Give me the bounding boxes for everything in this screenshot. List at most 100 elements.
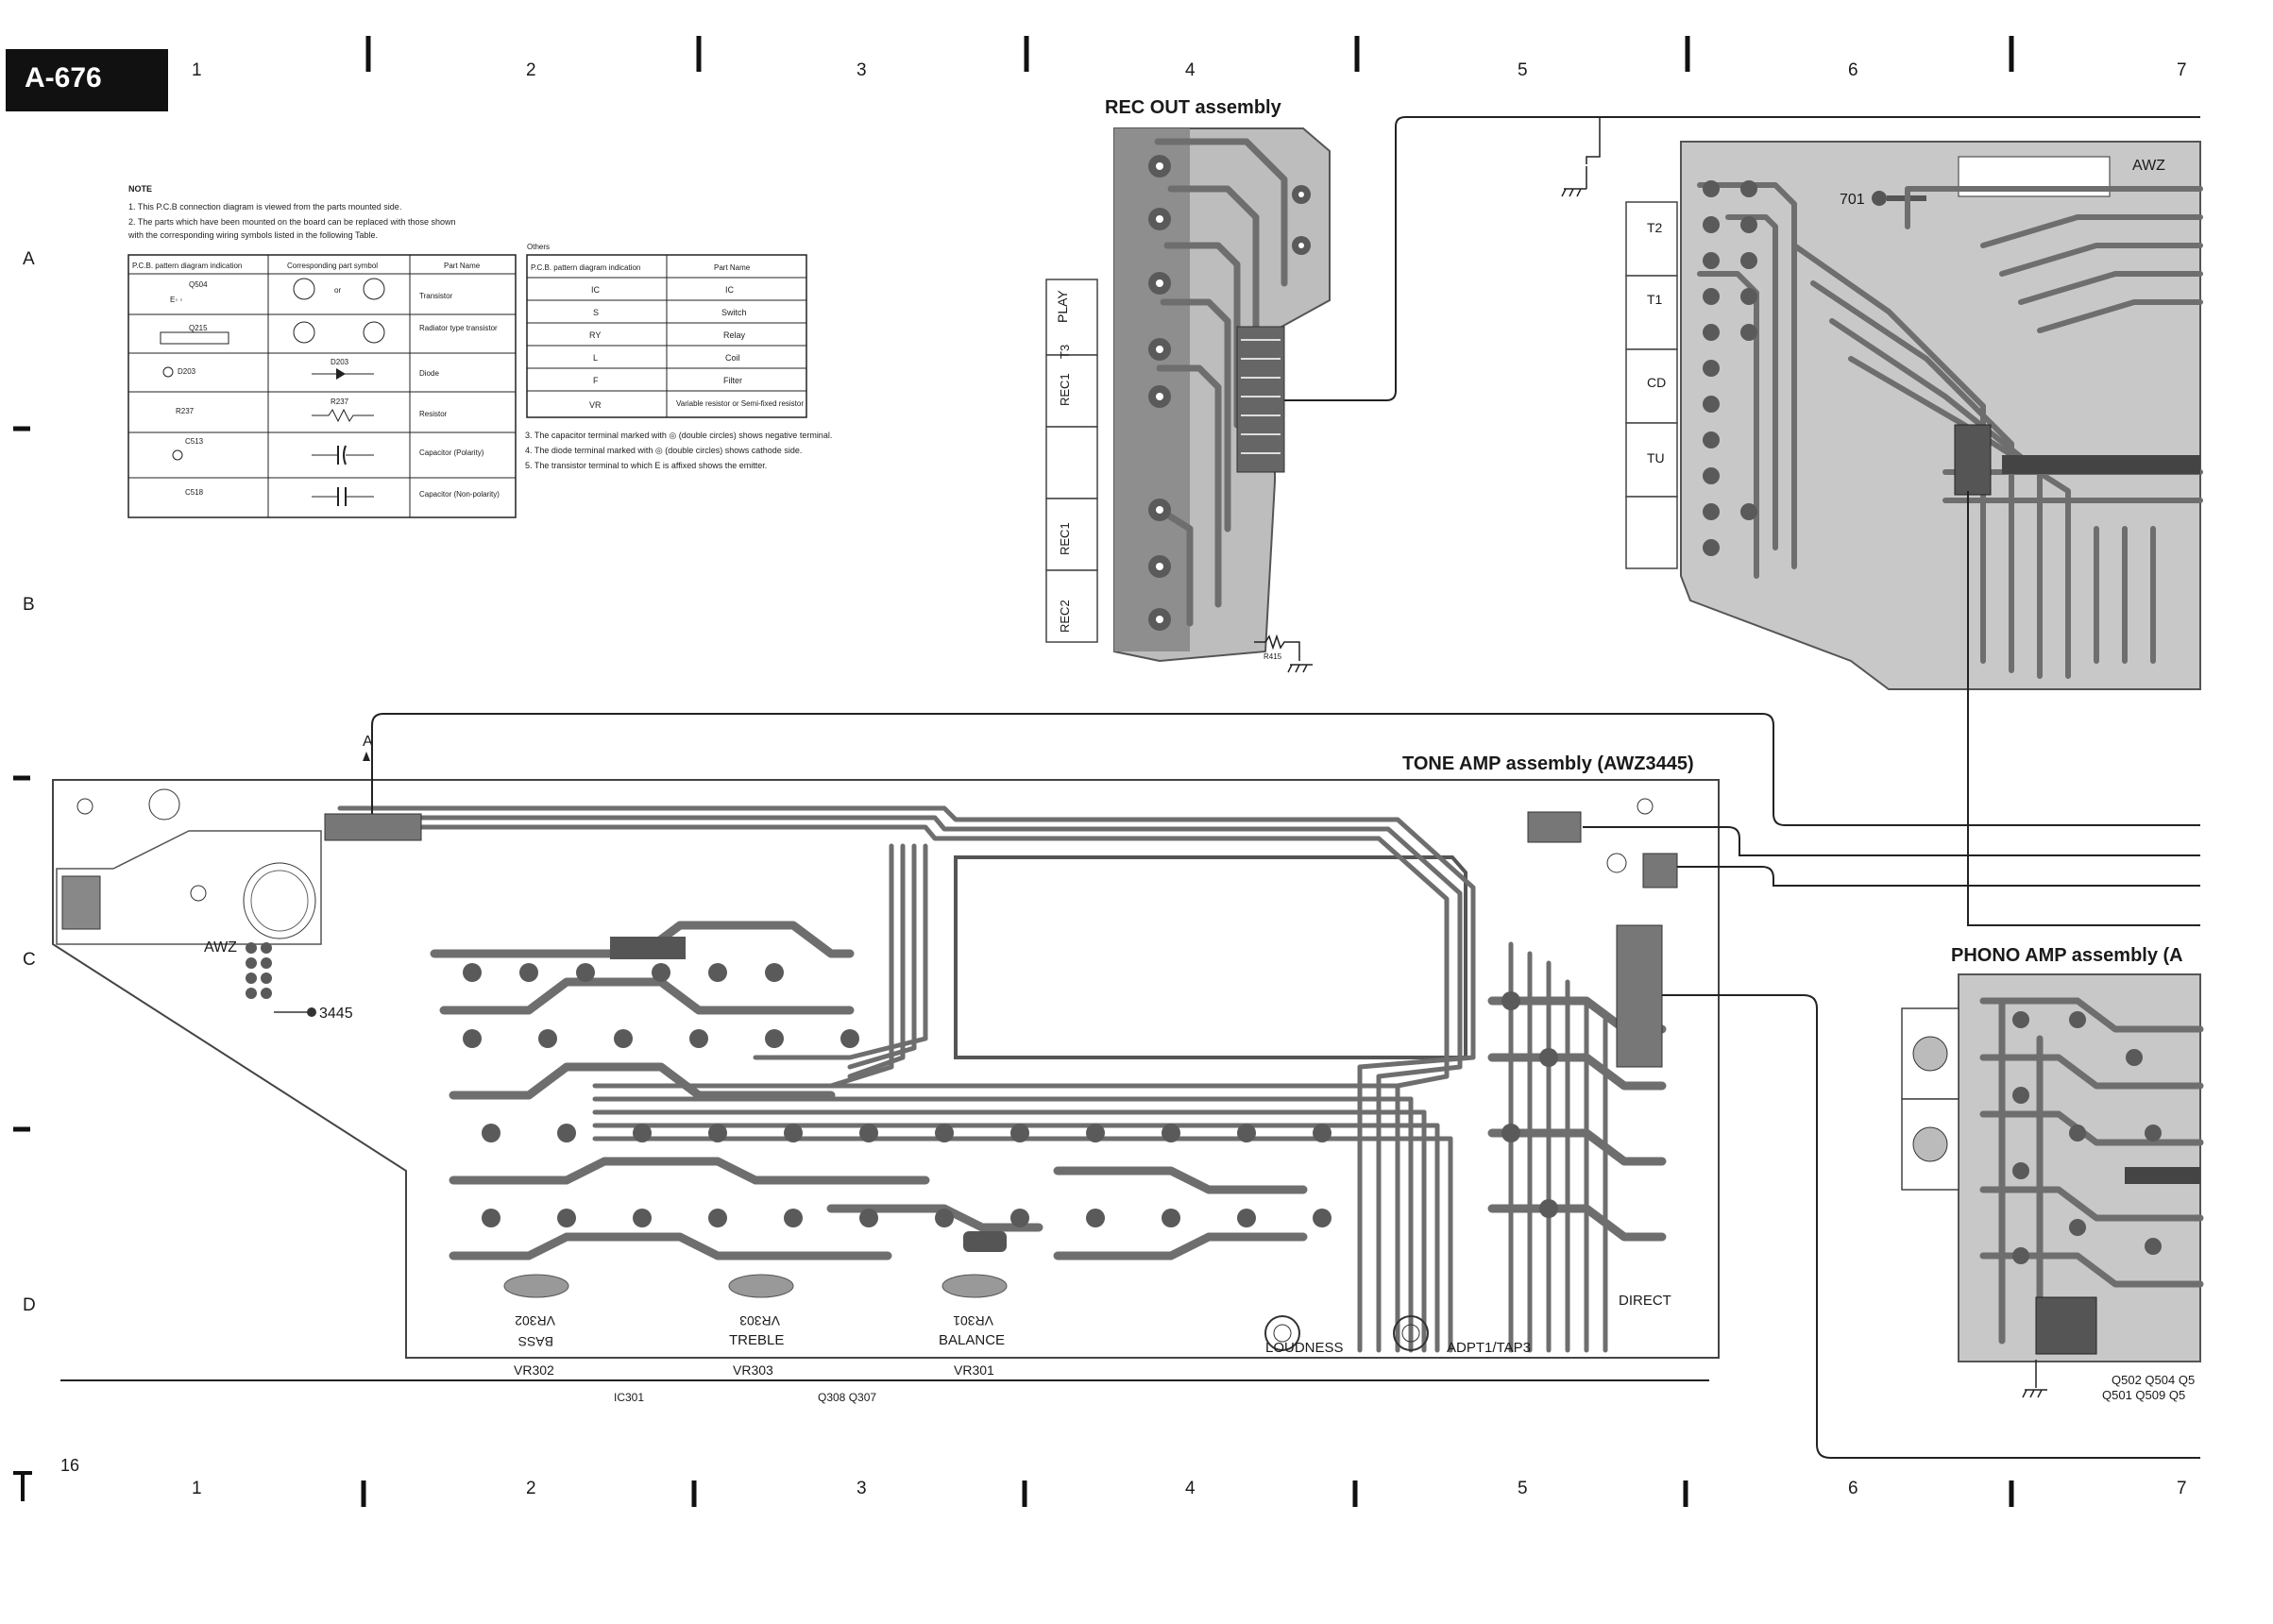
ref-label: 701 <box>1840 192 1865 208</box>
col-label-bottom: 6 <box>1848 1479 1858 1498</box>
switch-hole <box>1393 1315 1429 1351</box>
ground-icon <box>2022 1389 2047 1398</box>
knob-label: BASS <box>518 1334 553 1349</box>
col-label-top: 1 <box>192 60 202 80</box>
symbol-row-capacitor-polar: C513 Capacitor (Polarity) <box>172 437 484 465</box>
others-header: Part Name <box>714 263 751 272</box>
tone-amp-title: TONE AMP assembly (AWZ3445) <box>1402 753 1694 774</box>
bottom-ref: VR302 <box>514 1362 554 1378</box>
row-ruler: A B C D <box>13 249 36 1315</box>
switch-label: LOUDNESS <box>1265 1340 1344 1356</box>
ref-label: C518 <box>185 488 204 497</box>
symbol-row-diode: D203 D203 Resistor Diode <box>162 358 439 380</box>
mount-hole <box>148 788 180 820</box>
col-label-bottom: 2 <box>526 1479 536 1498</box>
connection-wire <box>1586 117 1601 164</box>
notes-heading: NOTE <box>128 184 152 194</box>
top-column-ruler: 1 2 3 4 5 6 7 <box>192 36 2187 80</box>
ic-chip <box>610 937 686 959</box>
note-line: 4. The diode terminal marked with ◎ (dou… <box>525 446 802 455</box>
bottom-ref: VR301 <box>954 1362 994 1378</box>
knob-label: BALANCE <box>939 1332 1005 1348</box>
rec-out-pads <box>1148 155 1311 631</box>
symbol-row-resistor: R237 R237 Resistor <box>176 398 448 423</box>
awz-pads <box>246 942 272 999</box>
ground-icon <box>1287 664 1313 673</box>
part-name: Capacitor (Polarity) <box>419 448 484 457</box>
rec-out-title: REC OUT assembly <box>1105 97 1282 118</box>
others-cell: IC <box>591 285 601 295</box>
switch-label: DIRECT <box>1619 1293 1671 1309</box>
resistor-symbol-icon <box>312 408 374 423</box>
knob-treble: VR303 TREBLE <box>728 1274 794 1348</box>
display-window <box>954 855 1467 1059</box>
jack-label: REC2 <box>1058 600 1072 633</box>
main-assembly: T2 T1 CD TU 701 AWZ <box>1625 141 2203 690</box>
symbol-row-transistor: Q504 E◦ ◦ or Transistor <box>170 278 453 304</box>
jack-label: T2 <box>1647 220 1663 235</box>
knob-label: TREBLE <box>729 1332 784 1348</box>
knob-label: VR301 <box>953 1313 993 1328</box>
model-badge: A-676 <box>6 49 168 111</box>
col-label-bottom: 1 <box>192 1479 202 1498</box>
others-cell: L <box>593 353 598 363</box>
others-cell: Variable resistor or Semi-fixed resistor <box>676 399 804 408</box>
part-name: Transistor <box>419 292 453 300</box>
col-label-top: 4 <box>1185 60 1196 80</box>
board-label: 3445 <box>319 1006 353 1022</box>
jack-label: CD <box>1647 375 1666 390</box>
connection-wire <box>1662 994 2200 1459</box>
board-label: AWZ <box>204 939 237 956</box>
connector-strip <box>2125 1167 2200 1184</box>
terminal-pad <box>1872 191 1887 206</box>
mount-hole <box>243 862 316 939</box>
others-caption: Others <box>527 243 550 251</box>
col-label-top: 7 <box>2177 60 2187 80</box>
svg-text:D203: D203 <box>331 358 349 366</box>
connection-wire <box>1284 116 2200 401</box>
knob-label: VR303 <box>739 1313 780 1328</box>
ref-label: Q215 <box>189 324 208 332</box>
svg-text:E◦ ◦: E◦ ◦ <box>170 296 182 304</box>
note-line: 5. The transistor terminal to which E is… <box>525 461 767 470</box>
col-label-top: 5 <box>1518 60 1528 80</box>
connector-strip <box>2002 455 2200 474</box>
bottom-ref: Q502 Q504 Q5 <box>2112 1373 2195 1387</box>
connector-volume <box>1616 924 1663 1068</box>
others-cell: S <box>593 308 599 317</box>
phono-amp-assembly: PHONO AMP assembly (A Q502 Q504 Q5 Q5 <box>1901 945 2204 1402</box>
capacitor-symbol-icon <box>343 445 347 465</box>
svg-text:R237: R237 <box>331 398 349 406</box>
resistor-icon <box>1254 634 1300 661</box>
col-label-bottom: 3 <box>857 1479 867 1498</box>
col-label-bottom: 7 <box>2177 1479 2187 1498</box>
diode-symbol-icon <box>336 368 346 380</box>
note-line: with the corresponding wiring symbols li… <box>127 230 378 240</box>
bottom-ref: VR303 <box>733 1362 773 1378</box>
row-label: C <box>23 950 36 970</box>
others-cell: VR <box>589 400 602 410</box>
ref-label: R237 <box>176 407 195 415</box>
mount-hole <box>190 885 207 902</box>
rec-out-assembly: REC OUT assembly <box>1045 97 1331 673</box>
mount-hole <box>1606 853 1627 873</box>
others-cell: Relay <box>723 330 746 340</box>
part-name: Diode <box>419 369 439 378</box>
note-line: 2. The parts which have been mounted on … <box>128 217 456 227</box>
bottom-ref: IC301 <box>614 1391 644 1404</box>
transistor-symbol-icon <box>293 321 315 344</box>
col-label-top: 3 <box>857 60 867 80</box>
part-name: Capacitor (Non-polarity) <box>419 490 500 499</box>
ref-label: D203 <box>178 367 196 376</box>
jack-label: REC1 <box>1058 373 1072 406</box>
resistor-label: R415 <box>1264 652 1282 661</box>
knob-balance: VR301 BALANCE <box>939 1274 1008 1348</box>
rec-out-jacks <box>1045 279 1098 643</box>
notes-block: NOTE 1. This P.C.B connection diagram is… <box>127 184 832 470</box>
others-table: Others P.C.B. pattern diagram indication… <box>526 243 807 418</box>
row-label: D <box>23 1295 36 1315</box>
rec-out-connector <box>1236 326 1285 473</box>
others-cell: Switch <box>721 308 747 317</box>
symbol-table: P.C.B. pattern diagram indication Corres… <box>127 254 517 518</box>
